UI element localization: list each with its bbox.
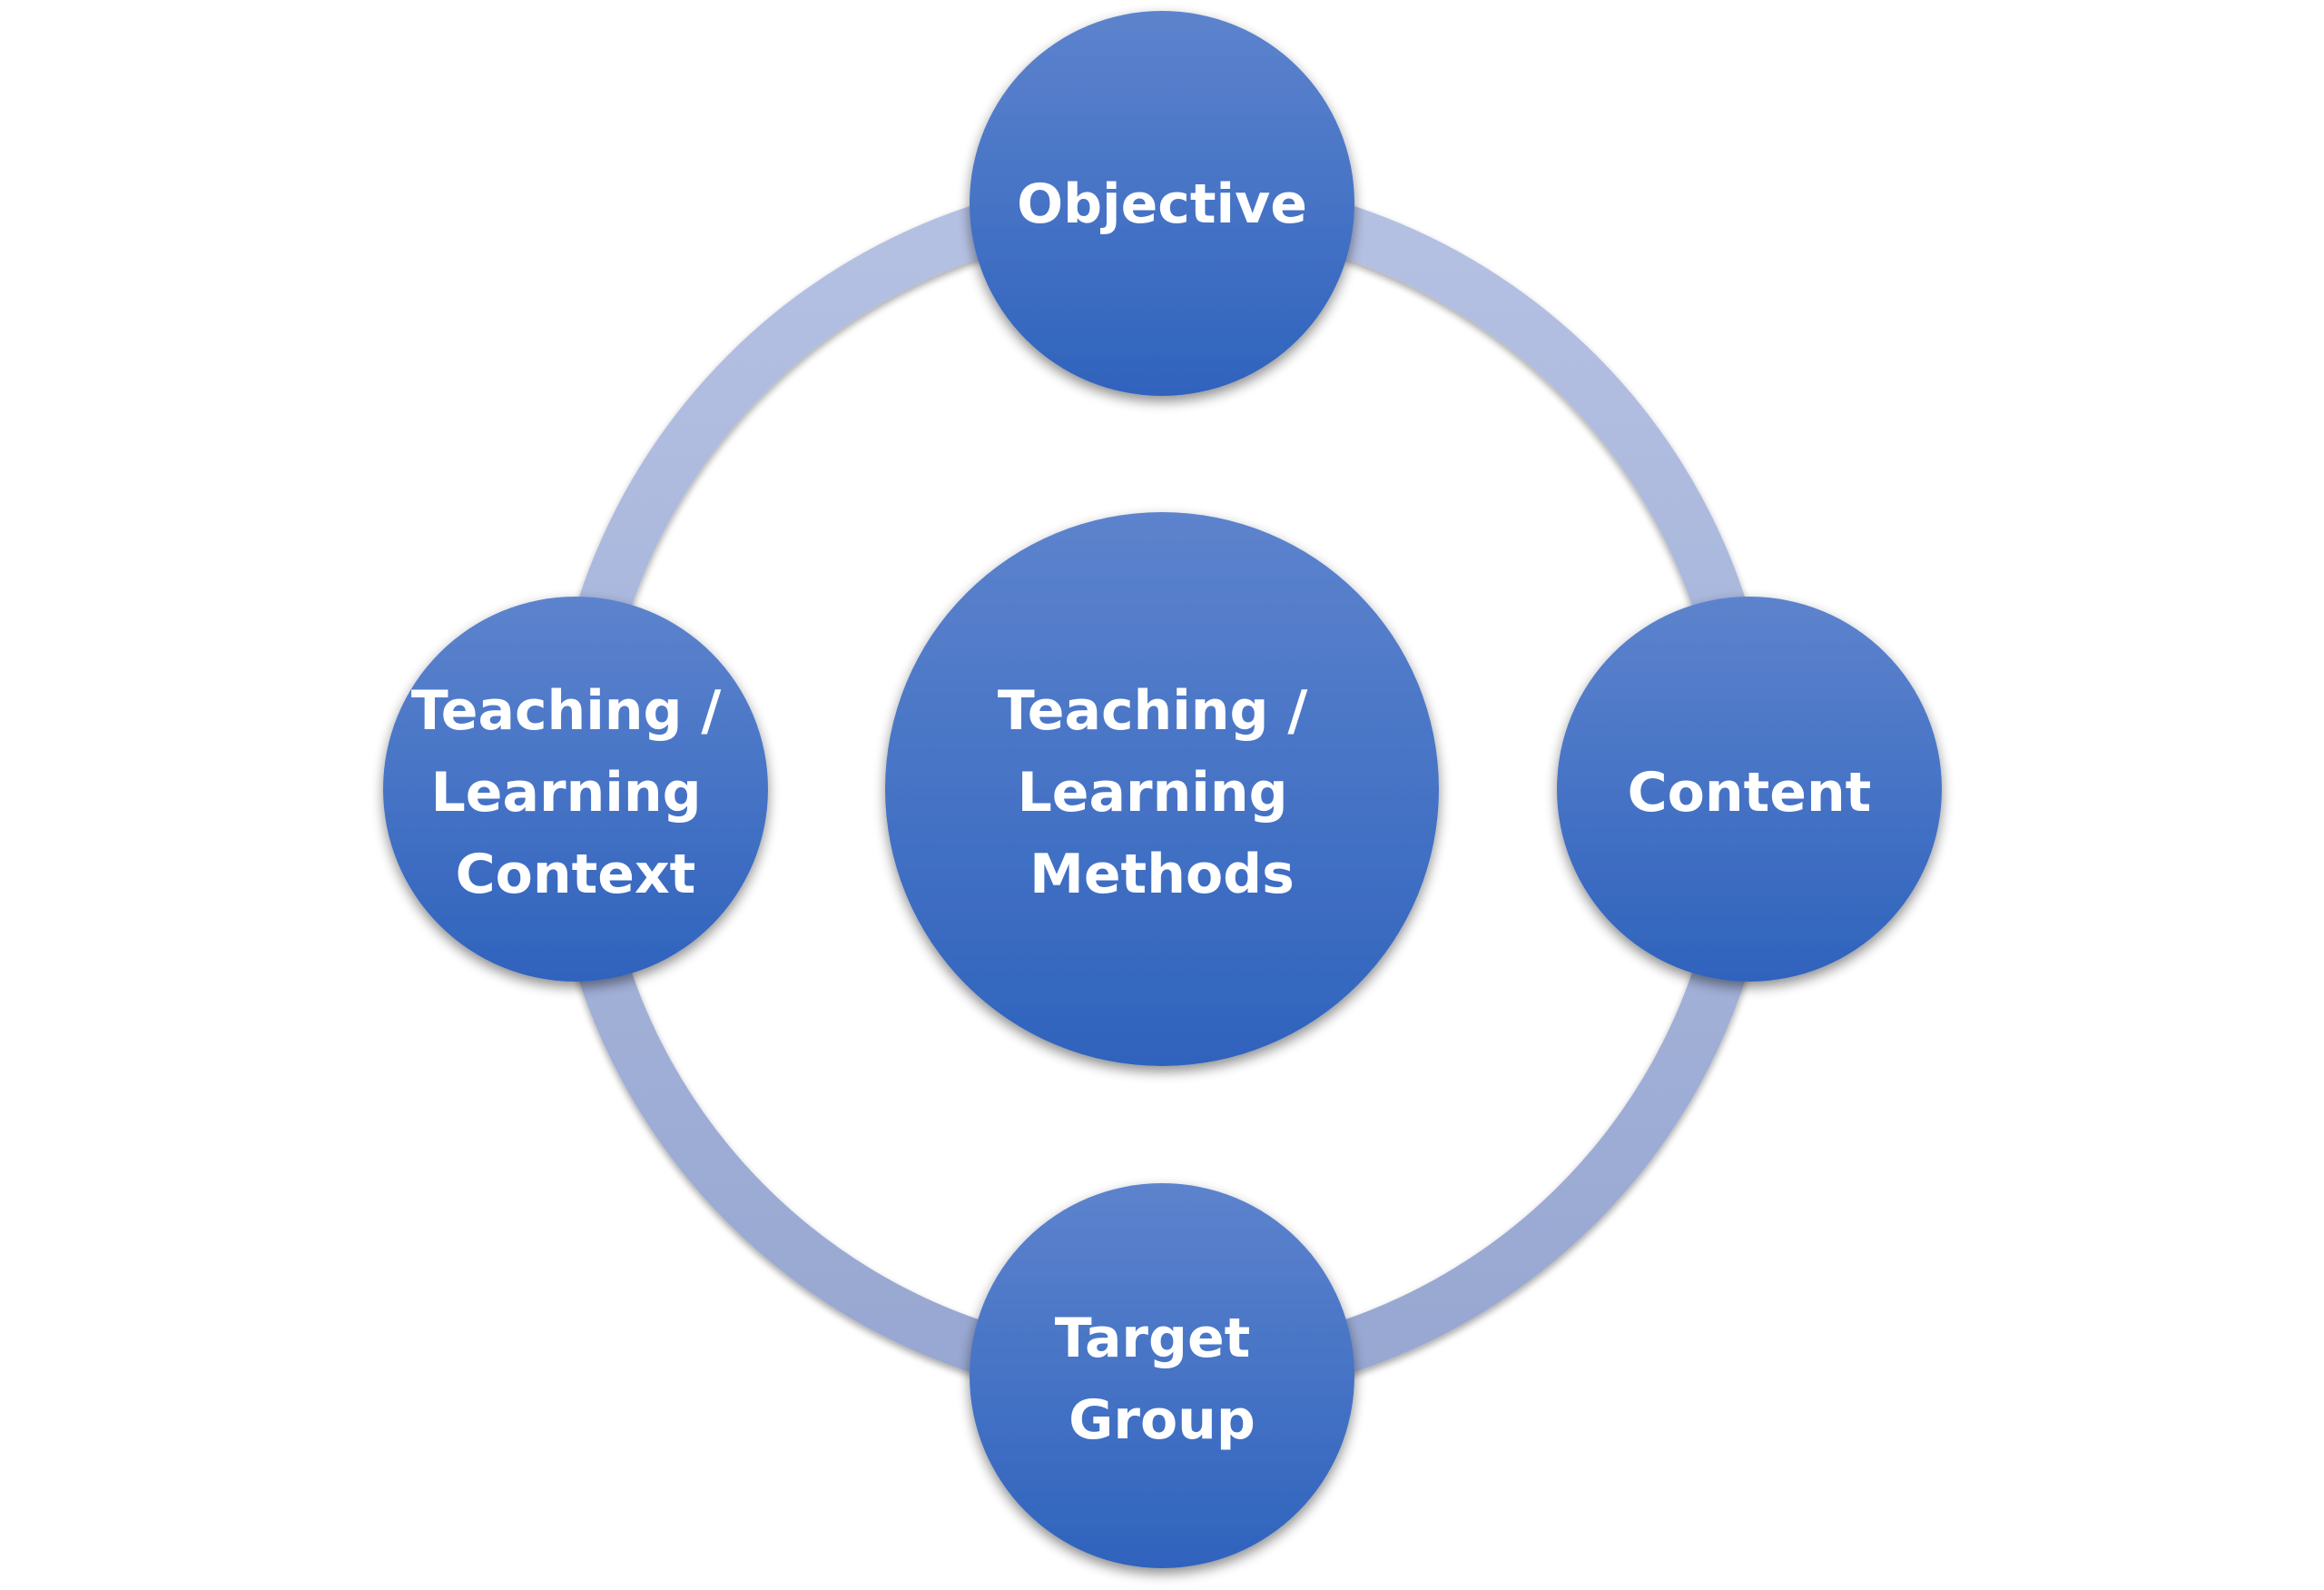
label-line: Target [1055, 1307, 1251, 1370]
node-objective[interactable]: Objective [970, 11, 1354, 396]
node-target-group-circle [970, 1183, 1354, 1568]
node-content[interactable]: Content [1557, 597, 1942, 982]
node-context-circle [383, 597, 768, 982]
label-line: Group [1068, 1388, 1256, 1452]
label-line: Learning [431, 761, 702, 825]
label-line: Content [1628, 761, 1872, 825]
label-line: Learning [1018, 761, 1288, 825]
label-line: Teaching / [411, 679, 722, 743]
node-context-label: Teaching / Learning Context [411, 679, 740, 906]
node-context[interactable]: Teaching / Learning Context [383, 597, 768, 982]
node-objective-label: Objective [1017, 173, 1307, 236]
node-objective-circle [970, 11, 1354, 396]
center-node-circle [885, 512, 1439, 1066]
node-content-label: Content [1628, 761, 1872, 825]
center-node-label: Teaching / Learning Methods [998, 679, 1326, 906]
node-target-group-label: Target Group [1055, 1307, 1270, 1452]
label-line: Context [456, 843, 696, 906]
label-line: Methods [1029, 843, 1295, 906]
center-node-methods[interactable]: Teaching / Learning Methods [885, 512, 1439, 1066]
label-line: Objective [1017, 173, 1307, 236]
label-line: Teaching / [998, 679, 1308, 743]
node-target-group[interactable]: Target Group [970, 1183, 1354, 1568]
node-content-circle [1557, 597, 1942, 982]
